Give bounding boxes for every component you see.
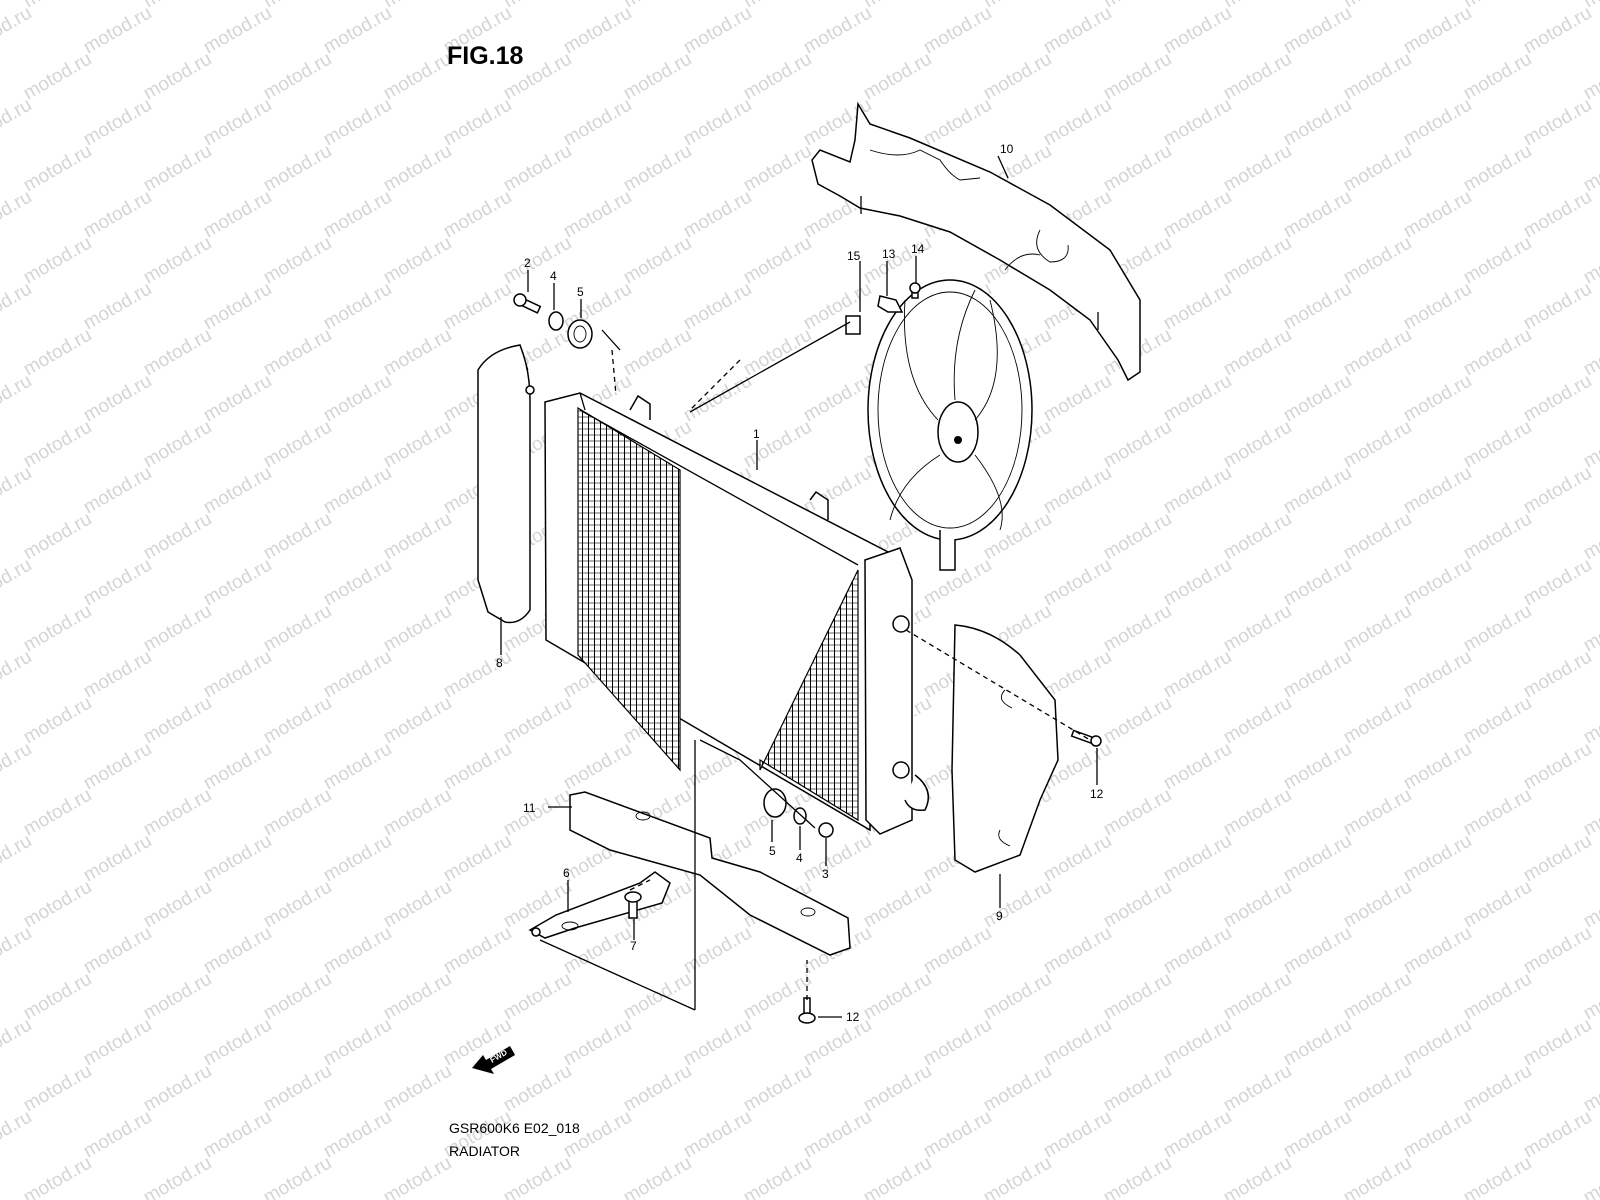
collar-part-4-upper xyxy=(548,311,564,331)
screw-part-12-bottom xyxy=(798,997,816,1024)
callout-labels: 2 4 5 1 15 13 14 10 8 12 11 5 4 3 6 7 9 … xyxy=(496,142,1104,1024)
diagram-code: GSR600K6 E02_018 xyxy=(449,1120,580,1136)
figure-title: FIG.18 xyxy=(447,42,524,70)
connector-part-15 xyxy=(845,315,861,335)
callout-5-lower: 5 xyxy=(769,844,776,858)
callout-1: 1 xyxy=(753,427,760,441)
callout-12-bottom: 12 xyxy=(846,1010,860,1024)
bracket-part-6 xyxy=(528,871,671,939)
callout-11: 11 xyxy=(523,801,536,815)
bolt-part-14 xyxy=(909,282,921,299)
callout-4-lower: 4 xyxy=(796,851,803,865)
left-side-cover-part-8 xyxy=(477,344,535,624)
callout-3: 3 xyxy=(822,867,829,881)
callout-4-upper: 4 xyxy=(550,269,557,283)
radiator-part-1 xyxy=(544,392,930,835)
callout-8: 8 xyxy=(496,656,503,670)
bolt-part-2 xyxy=(513,293,542,314)
screw-part-12-right xyxy=(1070,729,1102,747)
callout-13: 13 xyxy=(882,247,896,261)
callout-7: 7 xyxy=(630,939,637,953)
callout-14: 14 xyxy=(911,242,925,256)
lower-bracket-part-11 xyxy=(569,791,851,956)
right-side-cover-part-9 xyxy=(951,624,1059,873)
callout-15: 15 xyxy=(847,249,861,263)
leader-lines xyxy=(500,155,1098,1018)
cooling-fan xyxy=(867,253,1041,571)
callout-5-upper: 5 xyxy=(577,285,584,299)
callout-2: 2 xyxy=(524,256,531,270)
forward-direction-arrow: FWD xyxy=(472,1046,515,1074)
bolt-part-3 xyxy=(818,822,834,838)
grommet-part-5-upper xyxy=(567,319,593,349)
upper-cover-part-10 xyxy=(811,101,1141,382)
diagram-name: RADIATOR xyxy=(449,1143,521,1159)
callout-12-right: 12 xyxy=(1090,787,1104,801)
bolt-part-7 xyxy=(624,891,642,919)
callout-9: 9 xyxy=(996,909,1003,923)
bracket-part-13 xyxy=(877,295,904,313)
callout-10: 10 xyxy=(1000,142,1014,156)
grommet-part-5-lower xyxy=(763,788,787,818)
callout-6: 6 xyxy=(563,866,570,880)
